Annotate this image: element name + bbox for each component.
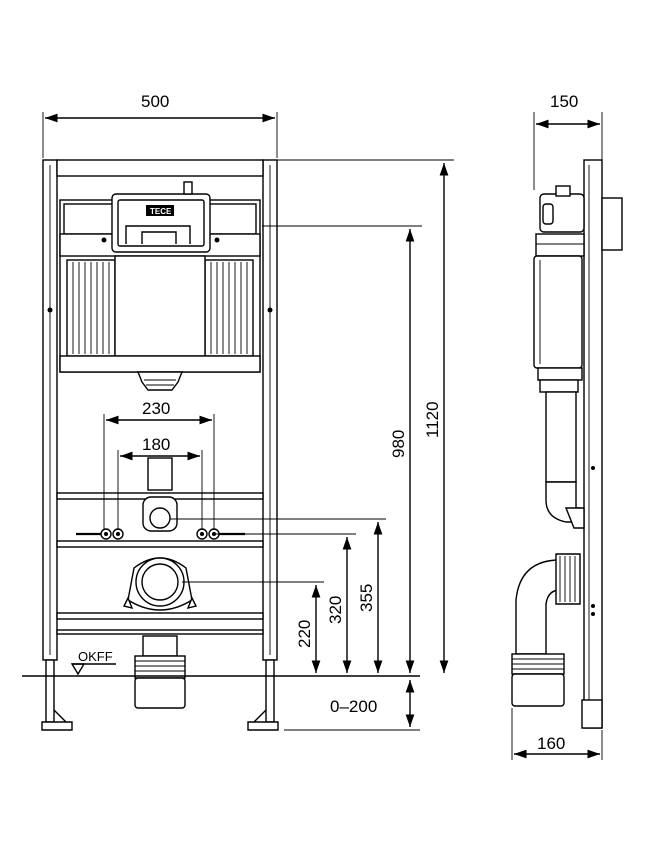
dimension-height-220: 220	[295, 620, 314, 648]
side-flush-pipe	[545, 391, 585, 529]
right-foot	[247, 721, 279, 731]
cistern-ribs-left	[66, 259, 116, 357]
dimension-range-0-200: 0–200	[330, 697, 377, 716]
dimension-spacing-180: 180	[142, 435, 170, 454]
dimension-height-980: 980	[389, 430, 408, 458]
lower-crossbar	[56, 540, 264, 548]
left-foot	[41, 721, 73, 731]
cistern-ribs-right	[204, 259, 254, 357]
dimension-height-1120: 1120	[423, 401, 442, 438]
waste-connector	[122, 557, 198, 611]
side-cistern	[533, 185, 585, 393]
side-frame	[583, 159, 603, 729]
front-dimensions: 500 230 180 1120 980 355 320 220	[42, 92, 454, 731]
brand-plate	[146, 205, 174, 216]
side-view	[511, 159, 623, 729]
side-waste-bend	[511, 553, 581, 707]
dimension-height-320: 320	[326, 596, 345, 624]
floor-reference-label: OKFF	[78, 649, 113, 664]
dimension-spacing-230: 230	[142, 399, 170, 418]
dimension-depth-150: 150	[550, 92, 578, 111]
side-dimensions: 150 160	[511, 92, 603, 760]
dimension-width-500: 500	[141, 92, 169, 111]
right-leg	[265, 659, 275, 723]
brand-logo: TECE	[150, 207, 172, 216]
dimension-depth-160: 160	[537, 734, 565, 753]
front-view: TECE	[22, 159, 420, 731]
cistern-outlet	[136, 371, 184, 391]
left-leg	[45, 659, 55, 723]
waste-pipe	[134, 635, 186, 709]
bottom-crossbar	[56, 612, 264, 620]
dimension-height-355: 355	[357, 584, 376, 612]
